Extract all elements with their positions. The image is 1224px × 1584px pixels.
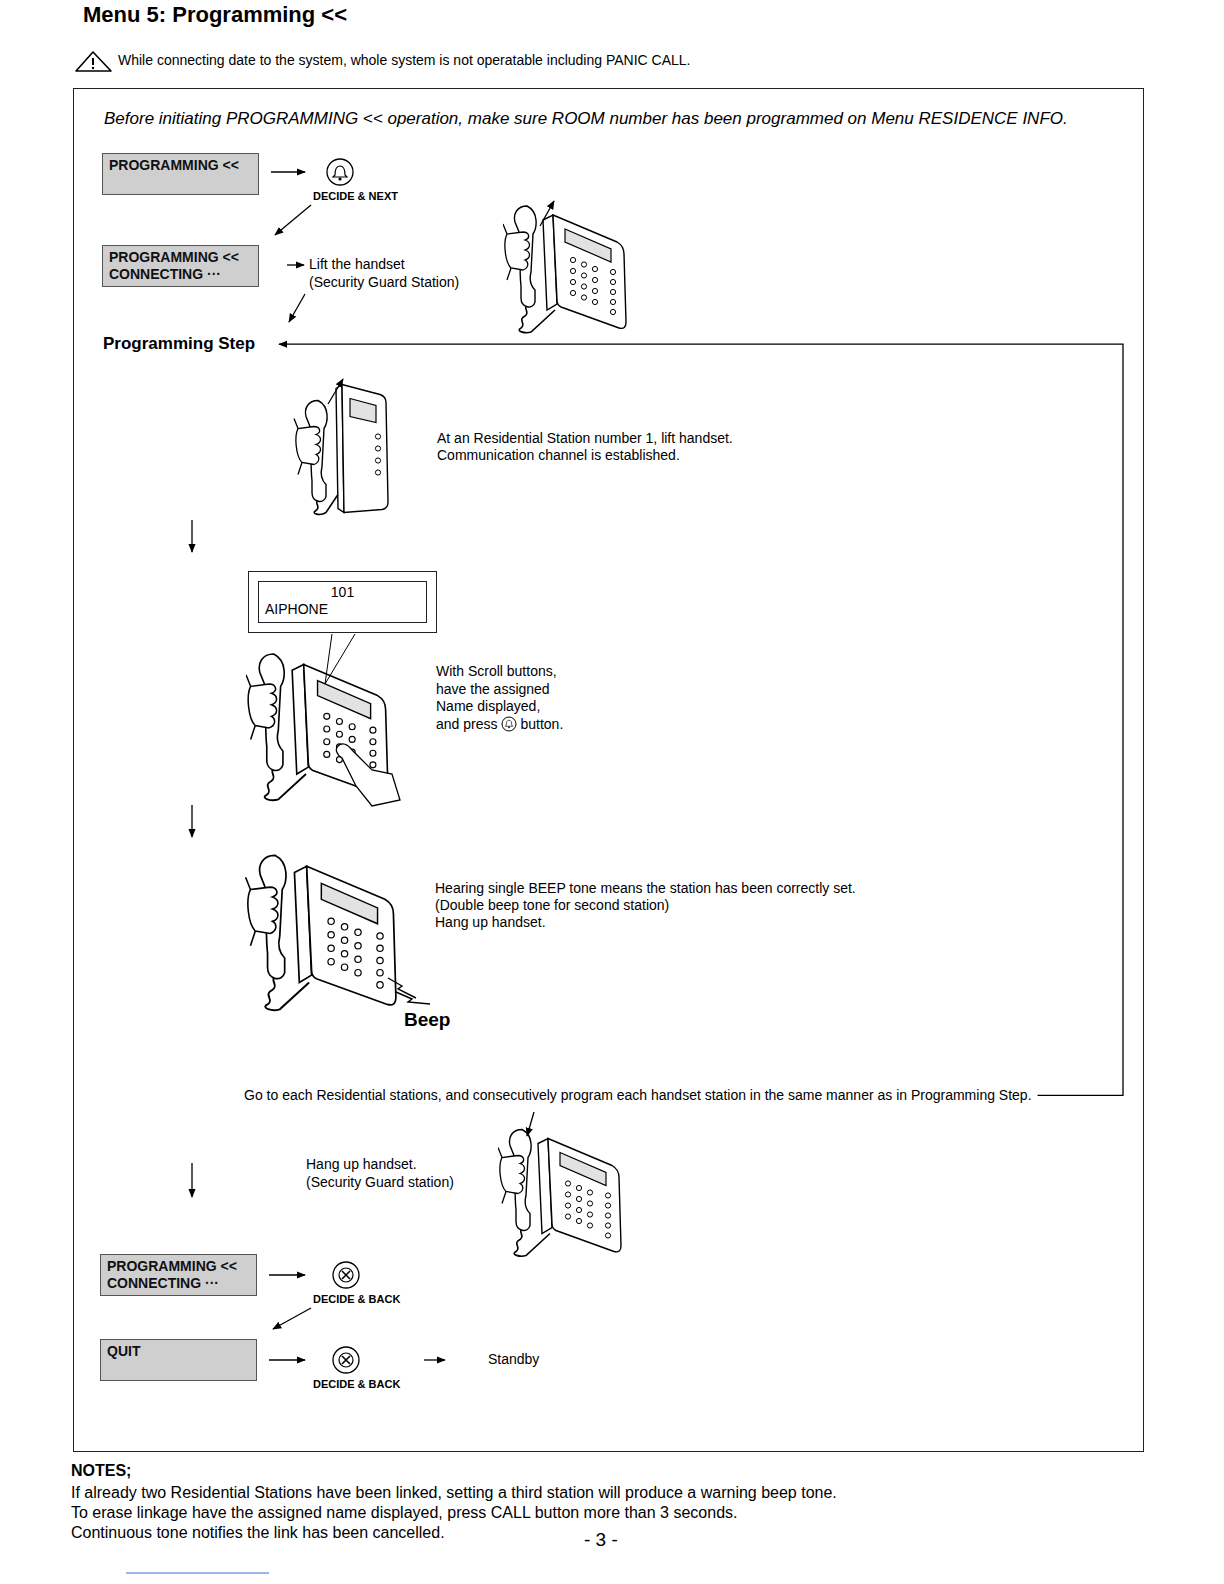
instruction-text: Hearing single BEEP tone means the stati… xyxy=(435,880,856,897)
drawing-part xyxy=(333,166,347,177)
inline-call-icon xyxy=(501,716,517,732)
drawing-part xyxy=(540,201,554,226)
drawing-part xyxy=(424,1359,445,1360)
flow-arrow xyxy=(275,205,311,235)
station-press-button xyxy=(246,634,400,806)
note-text: To erase linkage have the assigned name … xyxy=(71,1503,737,1522)
flow-arrow xyxy=(269,1274,305,1275)
instruction-text: button. xyxy=(520,716,563,732)
lcd-text: PROGRAMMING << CONNECTING ··· xyxy=(107,1258,250,1292)
drawing-part xyxy=(336,744,400,806)
display-text: 101 xyxy=(265,584,420,601)
button-icon xyxy=(333,166,347,181)
drawing-part xyxy=(339,1353,353,1367)
note-text: Continuous tone notifies the link has be… xyxy=(71,1523,445,1542)
button-circle xyxy=(325,157,355,187)
button-icon xyxy=(506,720,514,728)
drawing-part xyxy=(92,58,94,65)
button-label: DECIDE & BACK xyxy=(313,1293,400,1305)
button-circle xyxy=(331,1345,361,1375)
drawing-part xyxy=(327,159,353,185)
lcd-menu-box: QUIT xyxy=(100,1339,257,1381)
drawing-part xyxy=(388,978,430,1004)
instruction-paragraph: With Scroll buttons, have the assigned N… xyxy=(436,663,567,733)
page-title: Menu 5: Programming << xyxy=(83,2,347,28)
instruction-text: At an Residential Station number 1, lift… xyxy=(437,430,733,447)
menu-button: DECIDE & NEXT xyxy=(313,157,398,202)
drawing-part xyxy=(191,805,192,837)
button-icon xyxy=(339,1268,353,1282)
station-beep xyxy=(246,855,430,1010)
icon-and-word: button. xyxy=(501,716,563,732)
lcd-menu-box: PROGRAMMING << CONNECTING ··· xyxy=(100,1254,257,1296)
drawing-part xyxy=(76,52,111,71)
frame-intro: Before initiating PROGRAMMING << operati… xyxy=(104,109,1134,129)
instruction-text: Hang up handset. xyxy=(435,914,546,931)
button-label: DECIDE & BACK xyxy=(313,1378,400,1390)
lcd-text: QUIT xyxy=(107,1343,250,1360)
drawing-part xyxy=(191,1163,192,1197)
drawing-part xyxy=(294,385,388,515)
name-display-callout: 101AIPHONE xyxy=(248,571,437,633)
instruction-text: (Double beep tone for second station) xyxy=(435,897,669,914)
flow-arrows xyxy=(192,265,445,1360)
flow-arrow xyxy=(273,1308,311,1329)
flow-arrow xyxy=(271,171,305,172)
state-text: Standby xyxy=(488,1351,539,1368)
guard-station-lift xyxy=(503,201,626,333)
drawing-part xyxy=(333,1347,359,1373)
drawing-part xyxy=(527,1112,534,1136)
guard-station-hang-up xyxy=(498,1112,621,1256)
flow-arrow xyxy=(269,1359,305,1360)
drawing-part xyxy=(191,520,192,552)
procedure-frame: Before initiating PROGRAMMING << operati… xyxy=(73,88,1144,1452)
instruction-text: Hang up handset. xyxy=(306,1156,417,1173)
lcd-text: PROGRAMMING << xyxy=(109,157,252,174)
drawing-part xyxy=(328,379,343,404)
button-circle xyxy=(331,1260,361,1290)
drawing-part xyxy=(289,294,305,322)
warning-text: While connecting date to the system, who… xyxy=(118,52,690,69)
instruction-text: Go to each Residential stations, and con… xyxy=(244,1087,1032,1104)
menu-button: DECIDE & BACK xyxy=(313,1260,400,1305)
drawing-part xyxy=(509,726,511,728)
drawing-part xyxy=(333,1262,359,1288)
display-text: AIPHONE xyxy=(265,601,420,618)
instruction-text: (Security Guard station) xyxy=(306,1174,454,1191)
drawing-part xyxy=(498,1130,621,1257)
instruction-text: (Security Guard Station) xyxy=(309,274,459,291)
warning-icon xyxy=(76,52,111,71)
button-icon xyxy=(339,1353,353,1367)
drawing-part xyxy=(338,177,341,180)
button-label: DECIDE & NEXT xyxy=(313,190,398,202)
drawing-part xyxy=(325,634,355,684)
drawing-part xyxy=(287,264,304,265)
drawing-part xyxy=(502,717,516,731)
drawing-part xyxy=(246,855,396,1010)
blue-rule xyxy=(126,1573,269,1574)
drawing-part xyxy=(342,1271,350,1279)
drawing-part xyxy=(506,720,514,726)
notes-heading: NOTES; xyxy=(71,1461,131,1480)
step-heading: Programming Step xyxy=(103,334,255,354)
lcd-menu-box: PROGRAMMING << xyxy=(102,153,259,195)
menu-button: DECIDE & BACK xyxy=(313,1345,400,1390)
residential-station-lift xyxy=(294,379,388,514)
page-number: - 3 - xyxy=(584,1529,618,1552)
instruction-text: Communication channel is established. xyxy=(437,447,680,464)
loop-back-line xyxy=(279,344,1123,1095)
instruction-text: Lift the handset xyxy=(309,256,405,273)
drawing-part xyxy=(342,1356,350,1364)
drawing-part xyxy=(92,67,94,69)
lcd-text: PROGRAMMING << CONNECTING ··· xyxy=(109,249,252,283)
drawing-part xyxy=(503,206,626,333)
sound-callout: Beep xyxy=(404,1009,450,1032)
lcd-menu-box: PROGRAMMING << CONNECTING ··· xyxy=(102,245,259,287)
drawing-part xyxy=(339,1268,353,1282)
note-text: If already two Residential Stations have… xyxy=(71,1483,837,1502)
